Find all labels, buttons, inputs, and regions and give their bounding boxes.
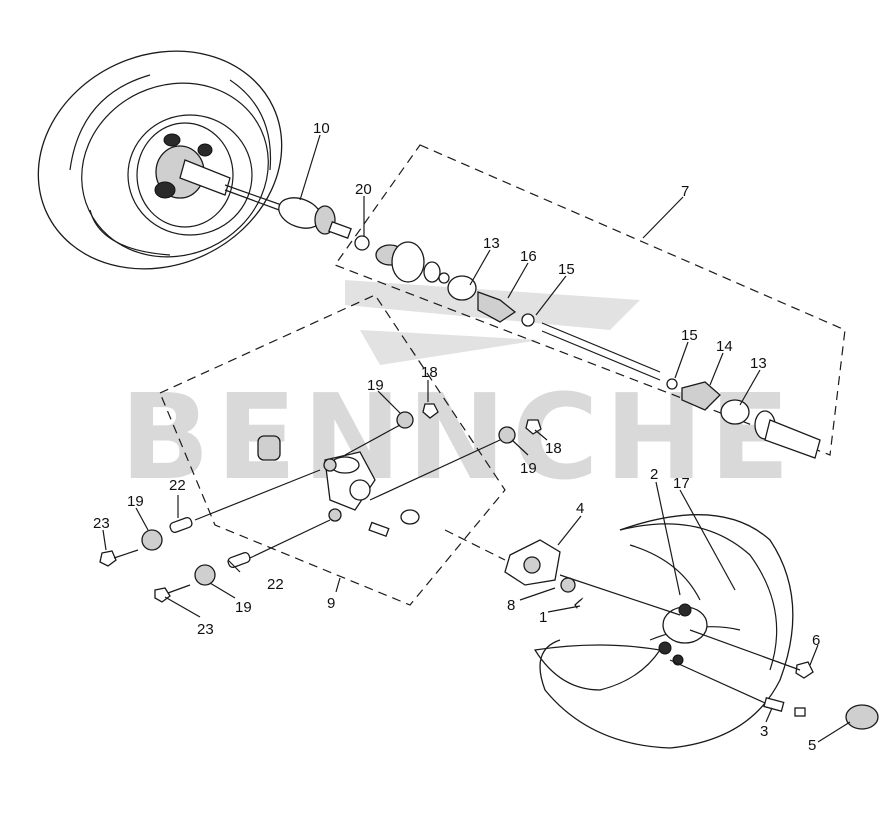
callout-13-lower: 13 xyxy=(750,355,767,372)
callout-22-upper: 22 xyxy=(169,477,186,494)
watermark-text: BENNCHE xyxy=(120,368,796,506)
callout-19-upper: 19 xyxy=(367,377,384,394)
callout-10: 10 xyxy=(313,120,330,137)
callout-3: 3 xyxy=(760,723,768,740)
watermark: BENNCHE xyxy=(120,280,796,506)
callout-9: 9 xyxy=(327,595,335,612)
callout-19-lower: 19 xyxy=(235,599,252,616)
callout-19-left: 19 xyxy=(127,493,144,510)
lower-wheel xyxy=(534,514,879,749)
drive-shaft-10 xyxy=(179,159,352,239)
callout-16: 16 xyxy=(520,248,537,265)
assembly-box-7 xyxy=(334,144,846,456)
callout-7: 7 xyxy=(681,183,689,200)
callout-23-lower: 23 xyxy=(197,621,214,638)
callout-labels: 10 20 7 13 16 15 15 14 13 18 19 18 19 2 … xyxy=(93,120,820,754)
outer-fasteners xyxy=(99,517,251,603)
callout-23-upper: 23 xyxy=(93,515,110,532)
callout-4: 4 xyxy=(576,500,584,517)
callout-2: 2 xyxy=(650,466,658,483)
callout-14: 14 xyxy=(716,338,733,355)
callout-19-right: 19 xyxy=(520,460,537,477)
callout-1: 1 xyxy=(539,609,547,626)
callout-13-upper: 13 xyxy=(483,235,500,252)
shaft-kit-parts xyxy=(354,235,821,459)
upper-wheel xyxy=(37,50,283,270)
leader-lines xyxy=(102,134,851,743)
callout-15-upper: 15 xyxy=(558,261,575,278)
assembly-box-9 xyxy=(159,294,506,606)
callout-20: 20 xyxy=(355,181,372,198)
centerlines xyxy=(194,424,801,704)
callout-5: 5 xyxy=(808,737,816,754)
callout-15-lower: 15 xyxy=(681,327,698,344)
callout-18-upper: 18 xyxy=(421,364,438,381)
callout-22-lower: 22 xyxy=(267,576,284,593)
callout-6: 6 xyxy=(812,632,820,649)
knuckle-parts xyxy=(257,403,542,538)
callout-8: 8 xyxy=(507,597,515,614)
callout-17: 17 xyxy=(673,475,690,492)
callout-18-lower: 18 xyxy=(545,440,562,457)
